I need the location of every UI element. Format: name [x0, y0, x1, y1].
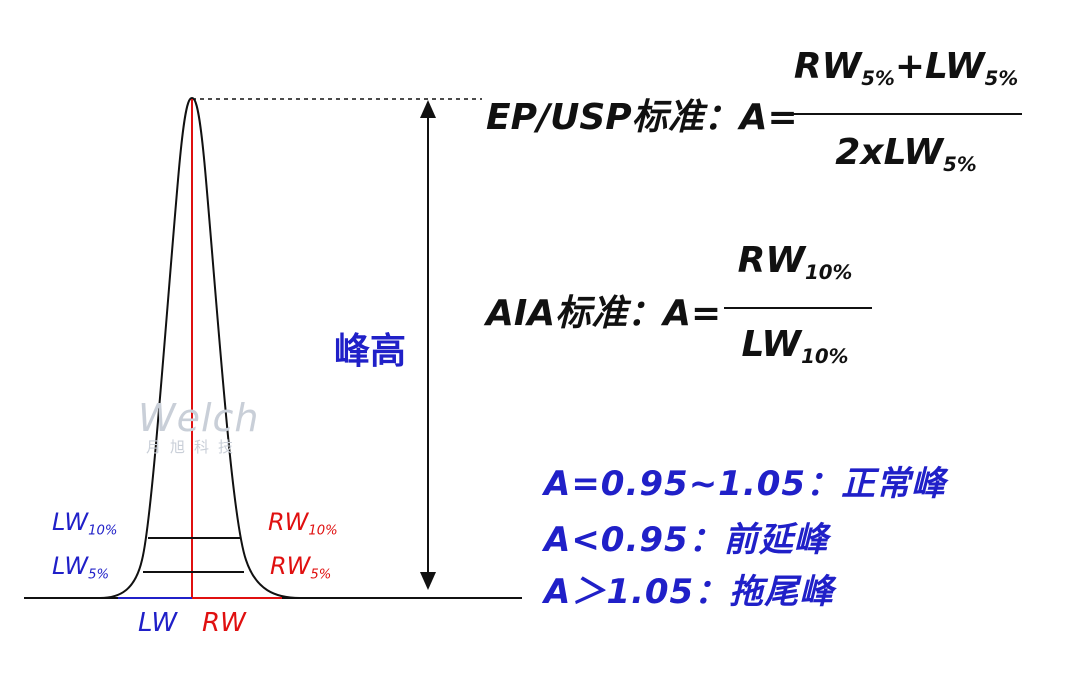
- bottom-rw-label: RW: [202, 608, 246, 638]
- peak-height-label: 峰高: [334, 331, 407, 372]
- watermark-logo: Welch: [138, 396, 260, 440]
- criteria-fronting: A<0.95：前延峰: [544, 520, 829, 560]
- ep-usp-denominator: 2xLW5%: [835, 132, 977, 176]
- ep-usp-formula-label: EP/USP标准：A=: [486, 97, 798, 138]
- lw5-label: LW5%: [52, 552, 110, 583]
- rw10-label: RW10%: [268, 508, 338, 539]
- arrow-head-down: [420, 572, 436, 590]
- aia-fraction-bar: [724, 307, 872, 309]
- rw5-label: RW5%: [270, 552, 332, 583]
- aia-numerator: RW10%: [737, 240, 853, 284]
- arrow-head-up: [420, 100, 436, 118]
- criteria-normal: A=0.95~1.05：正常峰: [544, 464, 947, 504]
- lw10-label: LW10%: [52, 508, 118, 539]
- ep-usp-fraction-bar: [792, 113, 1022, 115]
- bottom-lw-label: LW: [138, 608, 178, 638]
- peak-curve: [99, 96, 301, 599]
- aia-denominator: LW10%: [741, 324, 849, 368]
- watermark-subtitle: 月旭科技: [146, 438, 243, 456]
- aia-formula-label: AIA标准：A=: [486, 293, 722, 334]
- criteria-tailing: A＞1.05：拖尾峰: [544, 572, 835, 612]
- ep-usp-numerator: RW5%+LW5%: [793, 46, 1019, 90]
